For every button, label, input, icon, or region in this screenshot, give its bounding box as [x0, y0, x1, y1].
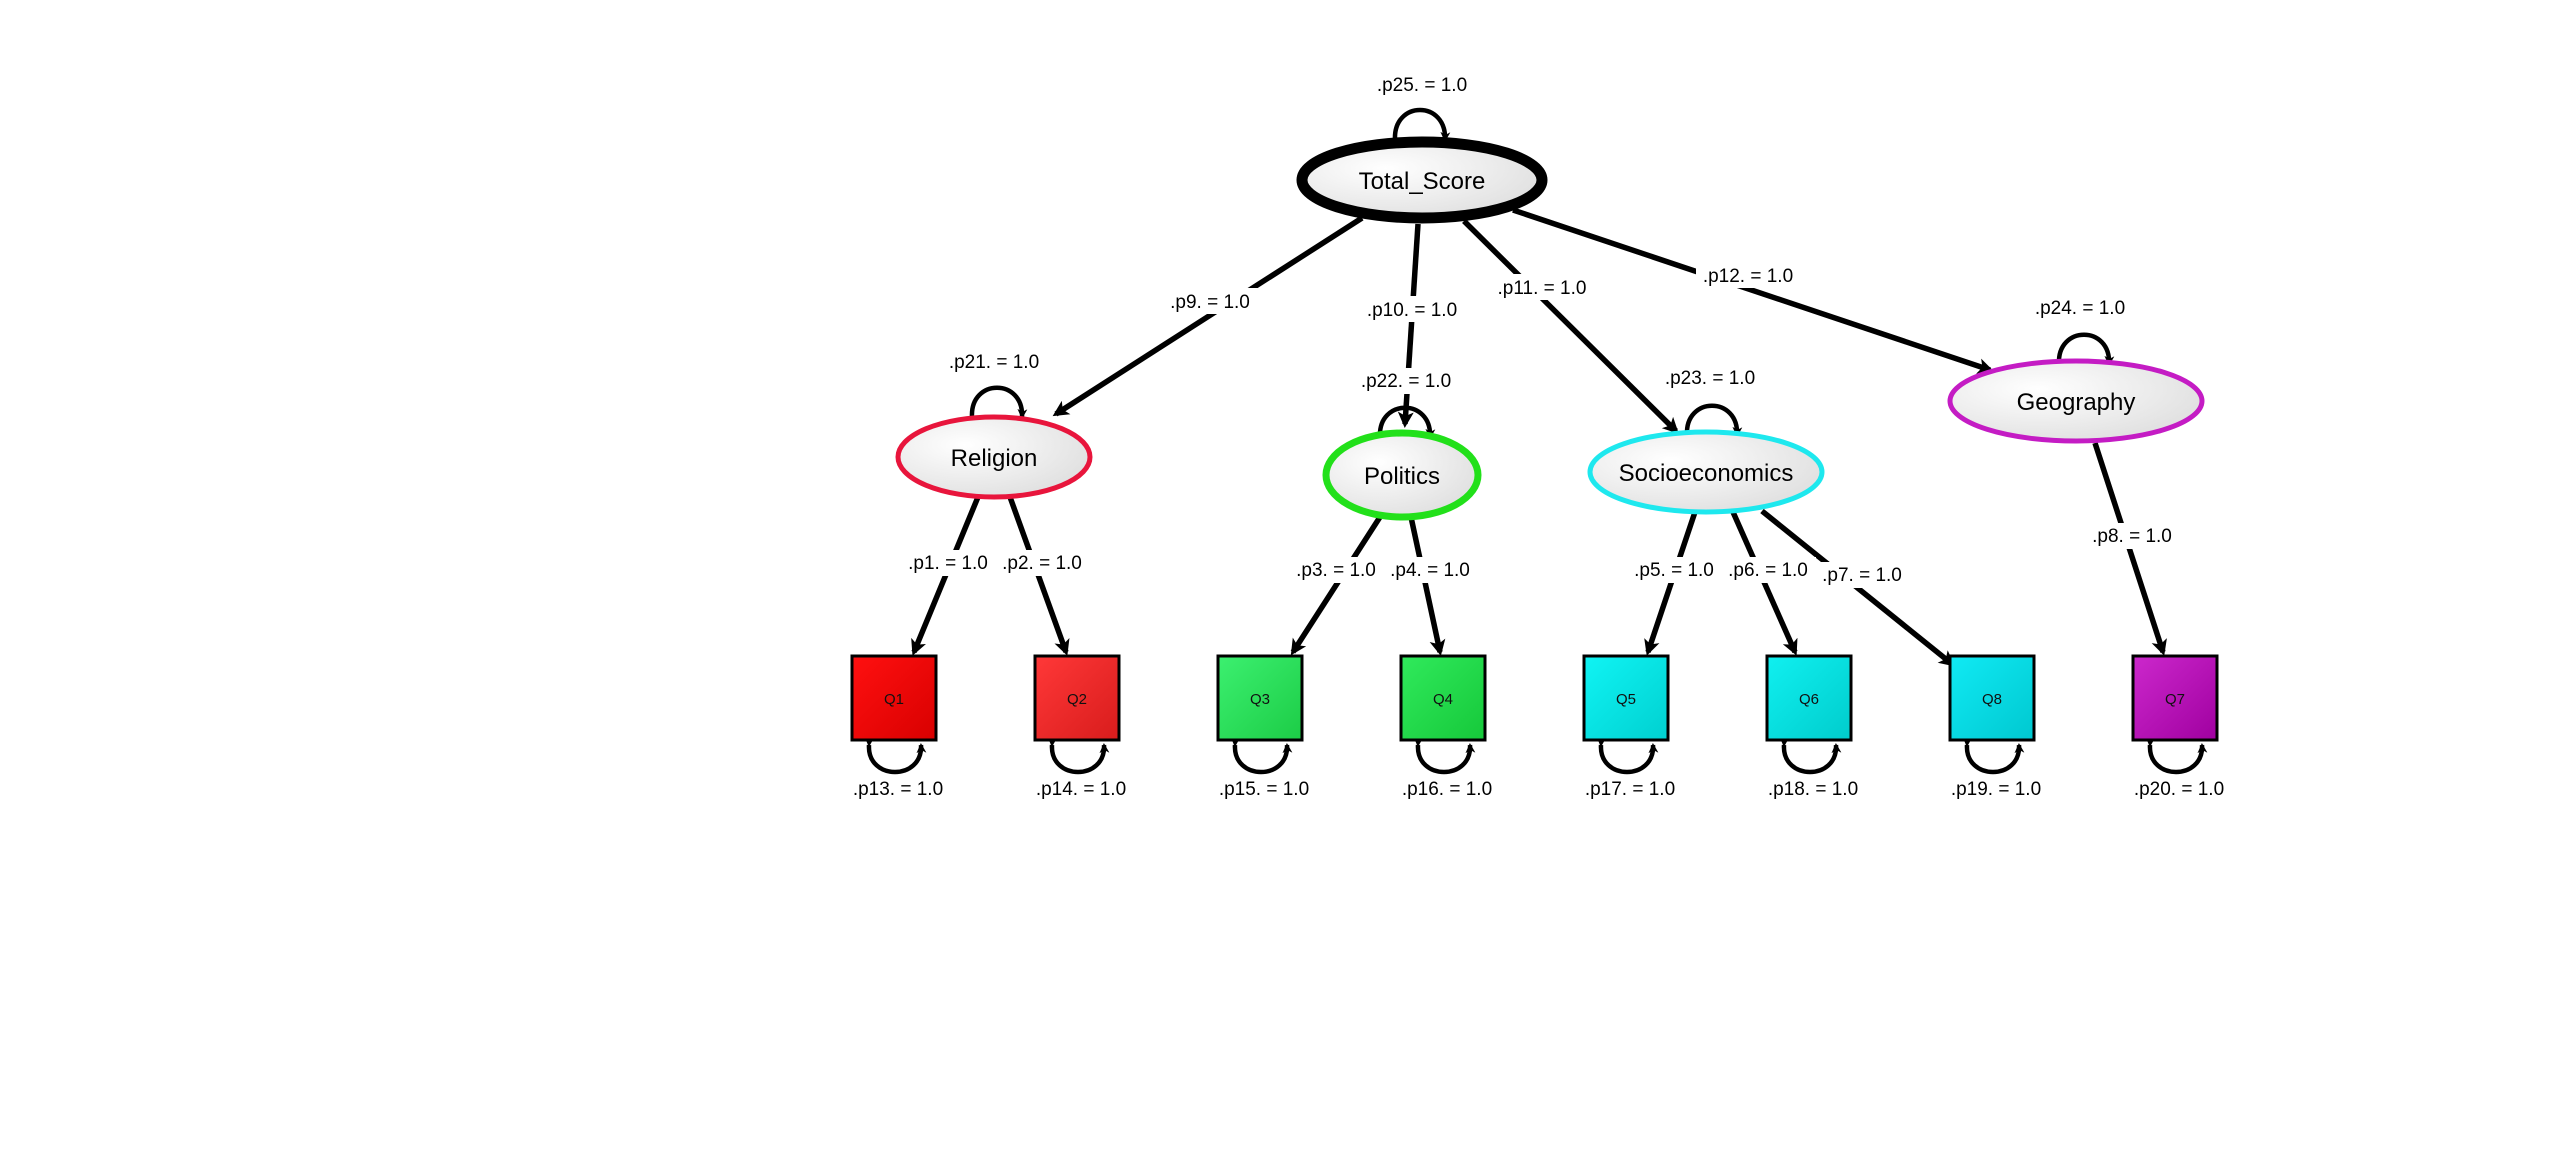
latent-label-total: Total_Score	[1359, 168, 1486, 195]
latent-node-religion[interactable]: Religion	[895, 414, 1093, 500]
loading-label-q3: .p3. = 1.0	[1296, 560, 1376, 581]
observed-box-q3	[1216, 654, 1304, 742]
observed-label-q6: Q6	[1799, 691, 1819, 708]
variance-loop-total	[1390, 107, 1451, 149]
residual-label-q7: .p20. = 1.0	[2134, 779, 2224, 800]
observed-label-q7: Q7	[2165, 691, 2185, 708]
latent-node-socio[interactable]: Socioeconomics	[1587, 429, 1825, 515]
loading-label-q6: .p6. = 1.0	[1728, 560, 1808, 581]
observed-box-q5	[1582, 654, 1670, 742]
residual-label-q8: .p19. = 1.0	[1951, 779, 2041, 800]
residual-loop-q2	[1047, 736, 1110, 775]
latent-label-socio: Socioeconomics	[1619, 460, 1794, 487]
observed-label-q3: Q3	[1250, 691, 1270, 708]
observed-label-q2: Q2	[1067, 691, 1087, 708]
path-politics-to-q4	[1408, 516, 1446, 656]
observed-box-q7	[2131, 654, 2219, 742]
path-total-to-geography	[1512, 207, 1994, 374]
variance-label-total: .p25. = 1.0	[1377, 75, 1467, 96]
residual-loop-q7	[2145, 736, 2208, 775]
observed-node-q1[interactable]: Q1	[850, 654, 938, 742]
latent-node-geography[interactable]: Geography	[1947, 358, 2205, 444]
residual-label-q2: .p14. = 1.0	[1036, 779, 1126, 800]
latent-label-geography: Geography	[2017, 389, 2136, 416]
latent-variance-loops	[967, 107, 2115, 446]
variance-loop-religion	[967, 385, 1028, 426]
variance-label-geography: .p24. = 1.0	[2035, 298, 2125, 319]
residual-label-q1: .p13. = 1.0	[853, 779, 943, 800]
loading-label-q7: .p8. = 1.0	[2092, 526, 2172, 547]
latent-ellipse-geography	[1947, 358, 2205, 444]
observed-node-q3[interactable]: Q3	[1216, 654, 1304, 742]
path-label-total-socio: .p11. = 1.0	[1498, 278, 1587, 299]
loading-label-q2: .p2. = 1.0	[1002, 553, 1082, 574]
observed-box-q2	[1033, 654, 1121, 742]
latent-node-total[interactable]: Total_Score	[1296, 136, 1548, 224]
observed-box-q6	[1765, 654, 1853, 742]
path-label-total-geography: .p12. = 1.0	[1703, 266, 1793, 287]
residual-loops	[864, 736, 2208, 775]
observed-node-q2[interactable]: Q2	[1033, 654, 1121, 742]
path-label-total-politics: .p10. = 1.0	[1367, 300, 1457, 321]
residual-loop-q8	[1962, 736, 2025, 775]
loading-paths	[911, 442, 2167, 667]
loading-label-q5: .p5. = 1.0	[1634, 560, 1714, 581]
loading-label-q8: .p7. = 1.0	[1822, 565, 1902, 586]
observed-box-q1	[850, 654, 938, 742]
latent-label-religion: Religion	[951, 445, 1038, 472]
residual-label-q4: .p16. = 1.0	[1402, 779, 1492, 800]
observed-node-q8[interactable]: Q8	[1948, 654, 2036, 742]
observed-box-q8	[1948, 654, 2036, 742]
variance-loop-politics	[1375, 405, 1436, 446]
residual-loop-q3	[1230, 736, 1293, 775]
variance-label-politics: .p22. = 1.0	[1361, 371, 1451, 392]
observed-node-q5[interactable]: Q5	[1582, 654, 1670, 742]
observed-box-q4	[1399, 654, 1487, 742]
residual-loop-q1	[864, 736, 927, 775]
latent-ellipse-socio	[1587, 429, 1825, 515]
loading-label-q1: .p1. = 1.0	[908, 553, 988, 574]
loading-label-q4: .p4. = 1.0	[1390, 560, 1470, 581]
residual-loop-q6	[1779, 736, 1842, 775]
observed-node-q4[interactable]: Q4	[1399, 654, 1487, 742]
latent-node-politics[interactable]: Politics	[1322, 429, 1482, 521]
variance-loop-geography	[2054, 332, 2115, 373]
path-politics-to-q3	[1290, 515, 1383, 656]
observed-node-q6[interactable]: Q6	[1765, 654, 1853, 742]
residual-loop-q5	[1596, 736, 1659, 775]
path-total-to-religion	[1052, 215, 1364, 417]
total-score-paths	[1052, 207, 1994, 434]
observed-node-q7[interactable]: Q7	[2131, 654, 2219, 742]
residual-label-q5: .p17. = 1.0	[1585, 779, 1675, 800]
variance-label-socio: .p23. = 1.0	[1665, 368, 1755, 389]
latent-ellipse-politics	[1322, 429, 1482, 521]
observed-label-q1: Q1	[884, 691, 904, 708]
latent-label-politics: Politics	[1364, 463, 1440, 490]
residual-label-q3: .p15. = 1.0	[1219, 779, 1309, 800]
observed-label-q8: Q8	[1982, 691, 2002, 708]
residual-label-q6: .p18. = 1.0	[1768, 779, 1858, 800]
observed-label-q4: Q4	[1433, 691, 1453, 708]
variance-loop-socio	[1682, 403, 1743, 444]
path-label-total-religion: .p9. = 1.0	[1170, 292, 1250, 313]
latent-ellipse-total	[1296, 136, 1548, 224]
observed-label-q5: Q5	[1616, 691, 1636, 708]
path-total-to-socio	[1462, 219, 1679, 434]
variance-label-religion: .p21. = 1.0	[949, 352, 1039, 373]
path-labels: .p25. = 1.0 .p9. = 1.0 .p10. = 1.0 .p11.…	[853, 75, 2224, 800]
residual-loop-q4	[1413, 736, 1476, 775]
latent-ellipse-religion	[895, 414, 1093, 500]
observed-items: Q1 Q2 Q3 Q4 Q5 Q6 Q8 Q7	[850, 654, 2219, 742]
